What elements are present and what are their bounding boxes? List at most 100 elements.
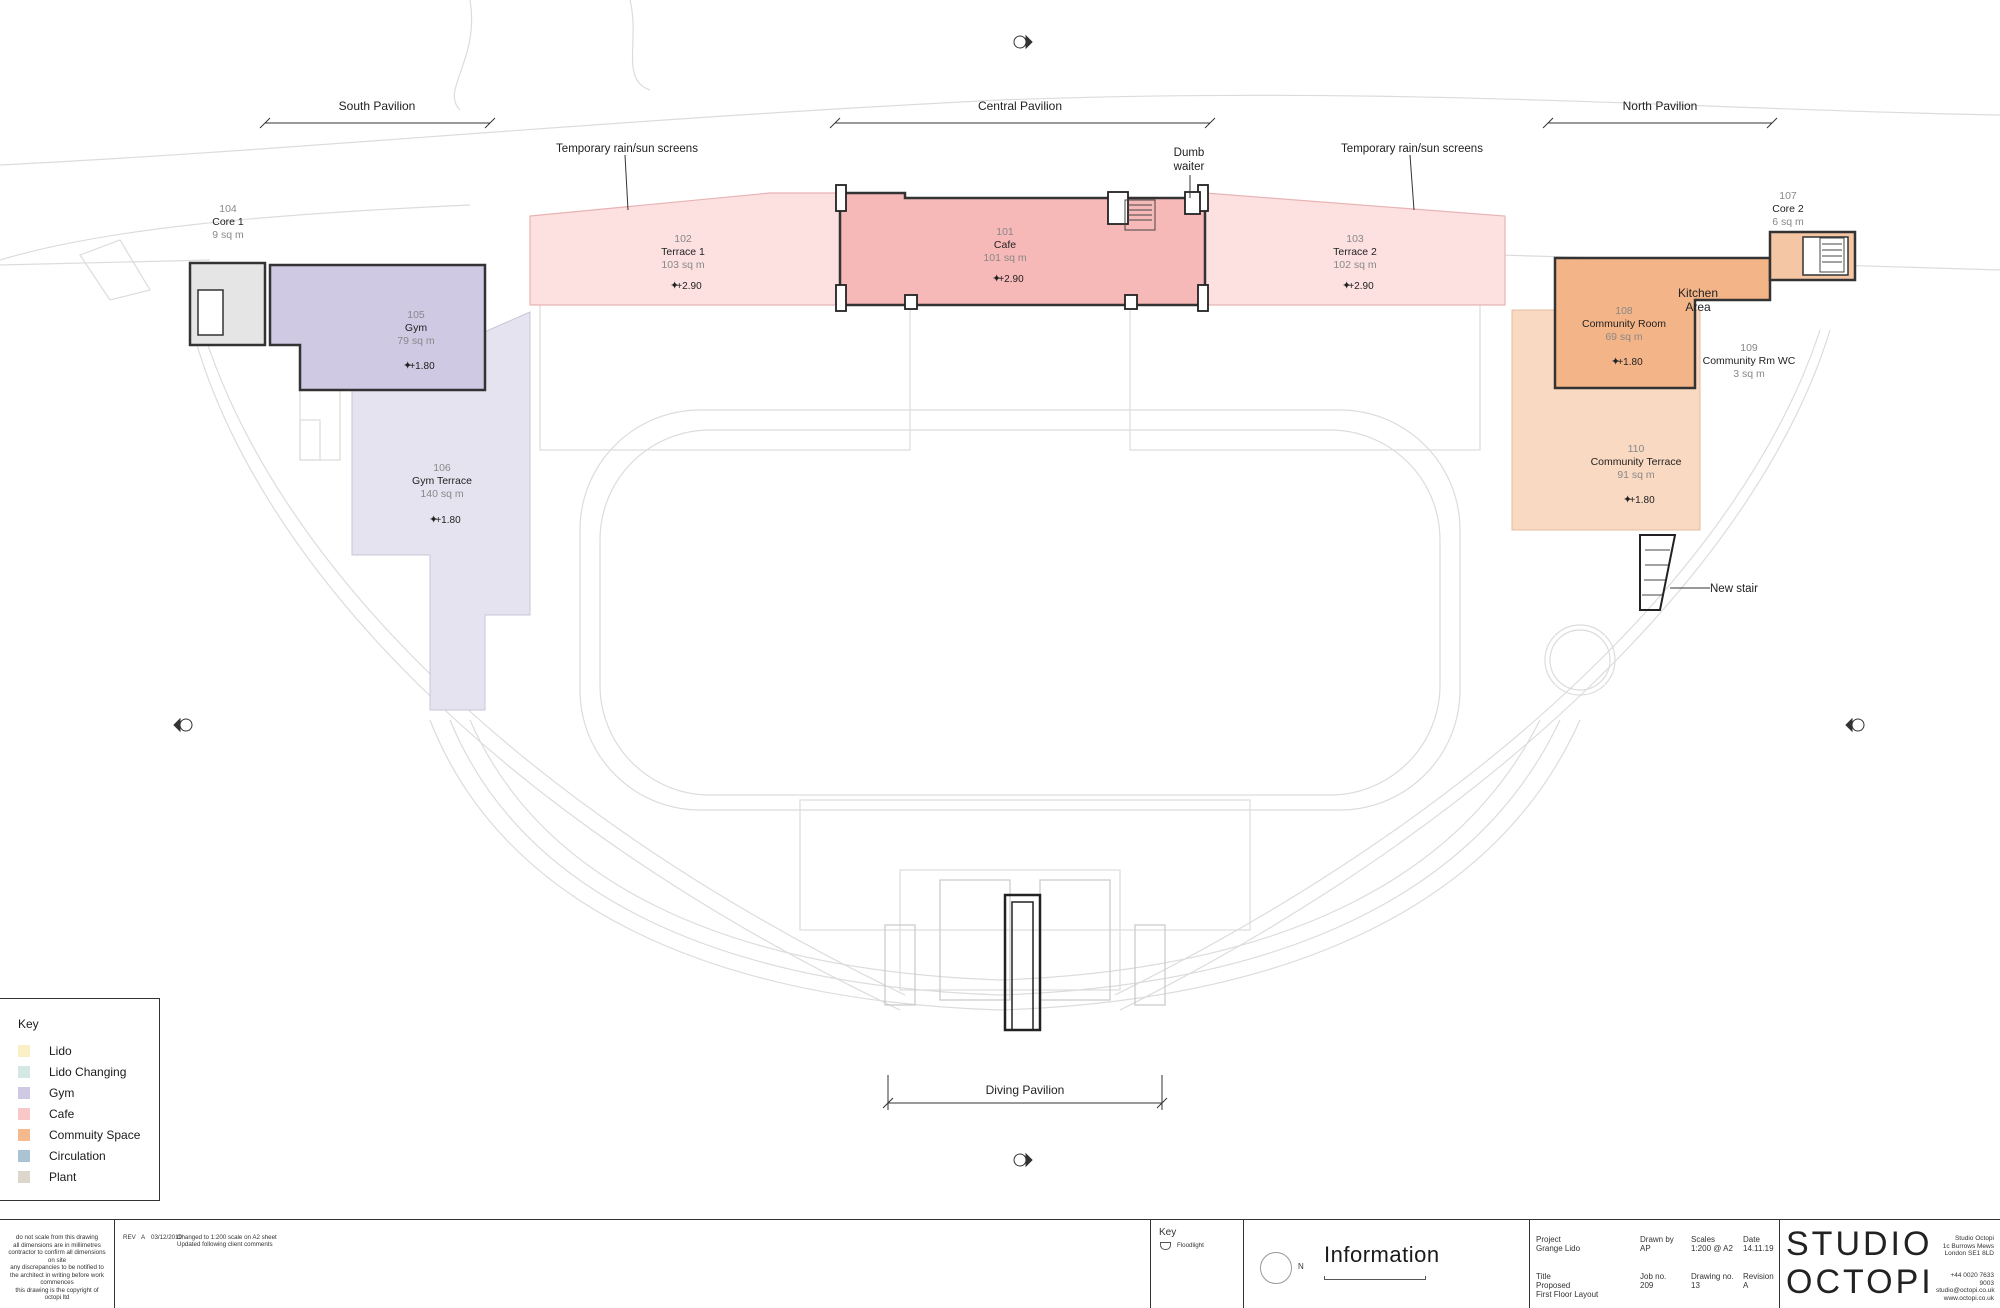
- svg-text:✦: ✦: [403, 360, 412, 372]
- room-109-label: 109 Community Rm WC 3 sq m: [1703, 342, 1796, 380]
- svg-text:Community Room: Community Room: [1582, 318, 1666, 330]
- section-markers: [173, 34, 1865, 1168]
- svg-text:140 sq m: 140 sq m: [420, 488, 463, 500]
- room-107-label: 107 Core 2 6 sq m: [1772, 190, 1804, 228]
- site-plan: South Pavilion Central Pavilion North Pa…: [0, 0, 2000, 1168]
- project-info-cell: Project Grange Lido Drawn by AP Scales 1…: [1530, 1220, 1780, 1308]
- revisions-cell: REV A 03/12/2019 Changed to 1:200 scale …: [115, 1220, 1151, 1308]
- scale-bar-icon: [1324, 1276, 1426, 1280]
- room-105-label: 105 Gym 79 sq m +1.80: [397, 309, 435, 372]
- leader-lines: [624, 154, 1710, 589]
- legend-item-lido-changing: Lido Changing: [18, 1064, 126, 1080]
- gym-fill: [268, 263, 487, 392]
- svg-text:Core 2: Core 2: [1772, 203, 1804, 215]
- room-101-label: 101 Cafe 101 sq m +2.90: [983, 226, 1026, 285]
- svg-text:+2.90: +2.90: [998, 274, 1024, 285]
- svg-text:+2.90: +2.90: [676, 281, 702, 292]
- drawing-no-label: Drawing no.: [1691, 1272, 1734, 1281]
- tb-key-title: Key: [1159, 1227, 1177, 1238]
- svg-text:104: 104: [219, 203, 237, 215]
- studio-contact: +44 0020 7633 9003 studio@octopi.co.uk w…: [1936, 1272, 1995, 1302]
- cafe-columns: [835, 184, 1209, 312]
- svg-text:Core 1: Core 1: [212, 216, 244, 228]
- svg-text:+2.90: +2.90: [1348, 281, 1374, 292]
- svg-text:+1.80: +1.80: [1629, 495, 1655, 506]
- annotation-new-stair: New stair: [1710, 583, 1758, 595]
- scales-value: 1:200 @ A2: [1691, 1244, 1733, 1253]
- title-value-2: First Floor Layout: [1536, 1290, 1599, 1299]
- legend-swatch: [18, 1045, 30, 1057]
- svg-text:✦: ✦: [429, 514, 438, 526]
- dimension-lines: [259, 117, 1778, 1110]
- legend-item-plant: Plant: [18, 1169, 76, 1185]
- room-106-label: 106 Gym Terrace 140 sq m +1.80: [412, 462, 472, 526]
- tb-key-item: Floodlight: [1177, 1242, 1204, 1249]
- svg-text:101 sq m: 101 sq m: [983, 252, 1026, 264]
- date-value: 14.11.19: [1743, 1244, 1774, 1253]
- svg-text:102: 102: [674, 233, 692, 245]
- svg-text:103 sq m: 103 sq m: [661, 259, 704, 271]
- svg-text:3 sq m: 3 sq m: [1733, 368, 1765, 380]
- annotation-screens-right: Temporary rain/sun screens: [1341, 143, 1483, 155]
- svg-text:109: 109: [1740, 342, 1758, 354]
- drawn-label: Drawn by: [1640, 1235, 1674, 1244]
- date-label: Date: [1743, 1235, 1760, 1244]
- svg-text:9 sq m: 9 sq m: [212, 229, 244, 241]
- disclaimer-cell: do not scale from this drawing all dimen…: [0, 1220, 115, 1308]
- legend-swatch: [18, 1066, 30, 1078]
- room-110-label: 110 Community Terrace 91 sq m +1.80: [1591, 443, 1682, 506]
- legend-swatch: [18, 1108, 30, 1120]
- room-102-label: 102 Terrace 1 103 sq m +2.90: [661, 233, 705, 292]
- svg-text:Community Terrace: Community Terrace: [1591, 456, 1682, 468]
- rev-value: A: [141, 1234, 146, 1241]
- diving-structures: [884, 879, 1166, 1006]
- room-103-label: 103 Terrace 2 102 sq m +2.90: [1333, 233, 1377, 292]
- svg-text:107: 107: [1779, 190, 1797, 202]
- svg-text:79 sq m: 79 sq m: [397, 335, 435, 347]
- legend-item-lido: Lido: [18, 1043, 72, 1059]
- rev-label: REV: [123, 1234, 136, 1241]
- rev-date: 03/12/2019: [151, 1234, 182, 1241]
- disclaimer-text: do not scale from this drawing all dimen…: [8, 1234, 106, 1301]
- svg-text:101: 101: [996, 226, 1014, 238]
- svg-text:110: 110: [1628, 443, 1645, 455]
- svg-text:102 sq m: 102 sq m: [1333, 259, 1376, 271]
- annotation-dumb-waiter-1: Dumb: [1174, 147, 1205, 159]
- revision-label: Revision: [1743, 1272, 1774, 1281]
- legend: Key Lido Lido Changing Gym Cafe Commuity…: [0, 998, 160, 1201]
- label-south-pavilion: South Pavilion: [339, 99, 416, 113]
- label-north-pavilion: North Pavilion: [1623, 99, 1698, 113]
- svg-text:105: 105: [407, 309, 425, 321]
- legend-title: Key: [18, 1017, 39, 1031]
- svg-text:✦: ✦: [670, 280, 679, 292]
- drawn-value: AP: [1640, 1244, 1651, 1253]
- svg-text:108: 108: [1615, 305, 1633, 317]
- legend-item-cafe: Cafe: [18, 1106, 74, 1122]
- svg-text:91 sq m: 91 sq m: [1617, 469, 1655, 481]
- label-central-pavilion: Central Pavilion: [978, 99, 1062, 113]
- job-value: 209: [1640, 1281, 1654, 1290]
- svg-text:✦: ✦: [992, 273, 1001, 285]
- stairs: [1124, 199, 1845, 611]
- legend-item-gym: Gym: [18, 1085, 74, 1101]
- rev-note-1: Changed to 1:200 scale on A2 sheet: [177, 1234, 277, 1241]
- svg-text:+1.80: +1.80: [409, 361, 435, 372]
- level-marker-icons: ✦ ✦ ✦ ✦ ✦ ✦ ✦: [403, 273, 1632, 526]
- svg-text:+1.80: +1.80: [435, 515, 461, 526]
- svg-text:106: 106: [433, 462, 451, 474]
- legend-item-circulation: Circulation: [18, 1148, 106, 1164]
- svg-text:✦: ✦: [1611, 356, 1620, 368]
- north-arrow-icon: [1260, 1252, 1292, 1284]
- svg-text:Terrace 1: Terrace 1: [661, 246, 705, 258]
- svg-text:Terrace 2: Terrace 2: [1333, 246, 1377, 258]
- legend-swatch: [18, 1171, 30, 1183]
- svg-text:103: 103: [1346, 233, 1364, 245]
- room-104-label: 104 Core 1 9 sq m: [212, 203, 244, 241]
- svg-text:Community Rm WC: Community Rm WC: [1703, 355, 1796, 367]
- tb-key-cell: Key Floodlight: [1151, 1220, 1244, 1308]
- svg-text:6 sq m: 6 sq m: [1772, 216, 1804, 228]
- annotation-kitchen-2: Area: [1685, 300, 1711, 314]
- legend-swatch: [18, 1150, 30, 1162]
- rev-note-2: Updated following client comments: [177, 1241, 273, 1248]
- title-value-1: Proposed: [1536, 1281, 1571, 1290]
